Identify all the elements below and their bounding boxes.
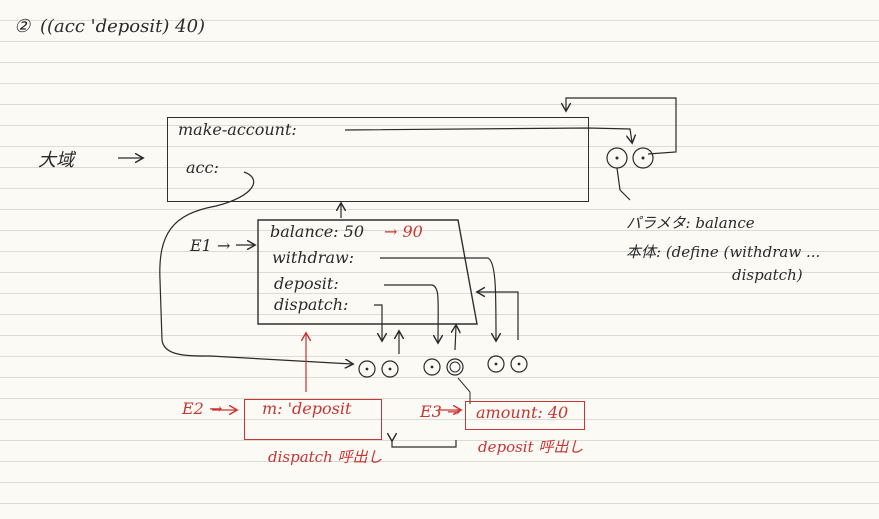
e3-parent-pointer <box>457 377 471 404</box>
dispatch-circle-right <box>381 360 399 378</box>
binding-deposit: deposit: <box>274 274 339 293</box>
global-env-label: 大域 <box>38 150 74 171</box>
procedure-params-note: パラメタ: balance <box>626 214 755 232</box>
step-number: ② <box>14 16 31 37</box>
binding-amount: amount: 40 <box>476 403 569 422</box>
binding-withdraw: withdraw: <box>272 248 355 267</box>
withdraw-pointer <box>380 257 496 340</box>
e3-caption: deposit 呼出し <box>478 438 584 456</box>
e1-label: E1 → <box>190 236 231 255</box>
procedure-body-note-cont: dispatch) <box>732 266 803 284</box>
e3-label: E3 → <box>420 402 461 421</box>
procedure-body-note: 本体: (define (withdraw ... <box>626 243 821 261</box>
deposit-circle-left <box>423 358 441 376</box>
binding-make-account: make-account: <box>178 120 297 139</box>
withdraw-circle-left <box>487 355 505 373</box>
dispatch-circle-left <box>358 360 376 378</box>
e2-e3-link <box>392 440 457 448</box>
e2-caption: dispatch 呼出し <box>268 448 383 466</box>
global-env-frame <box>167 117 589 202</box>
e1-frame <box>257 219 478 325</box>
balance-new-value: → 90 <box>384 222 423 241</box>
make-account-pointer <box>344 127 632 142</box>
withdraw-circle-right <box>510 355 528 373</box>
proc-note-link <box>616 167 631 201</box>
acc-pointer <box>159 171 352 364</box>
e2-label: E2 → <box>182 399 223 418</box>
deposit-circle-right <box>446 358 464 376</box>
binding-acc: acc: <box>186 158 219 177</box>
e2-frame <box>244 399 382 440</box>
proc-circle-right <box>632 147 654 169</box>
binding-dispatch: dispatch: <box>274 295 349 314</box>
deposit-pointer <box>384 284 438 342</box>
expression-title: ((acc 'deposit) 40) <box>40 16 206 37</box>
binding-m: m: 'deposit <box>262 399 352 418</box>
e3-frame <box>465 401 585 430</box>
dispatch-pointer <box>374 304 382 340</box>
proc-env-pointer <box>566 97 677 155</box>
binding-balance: balance: 50 <box>270 222 365 241</box>
